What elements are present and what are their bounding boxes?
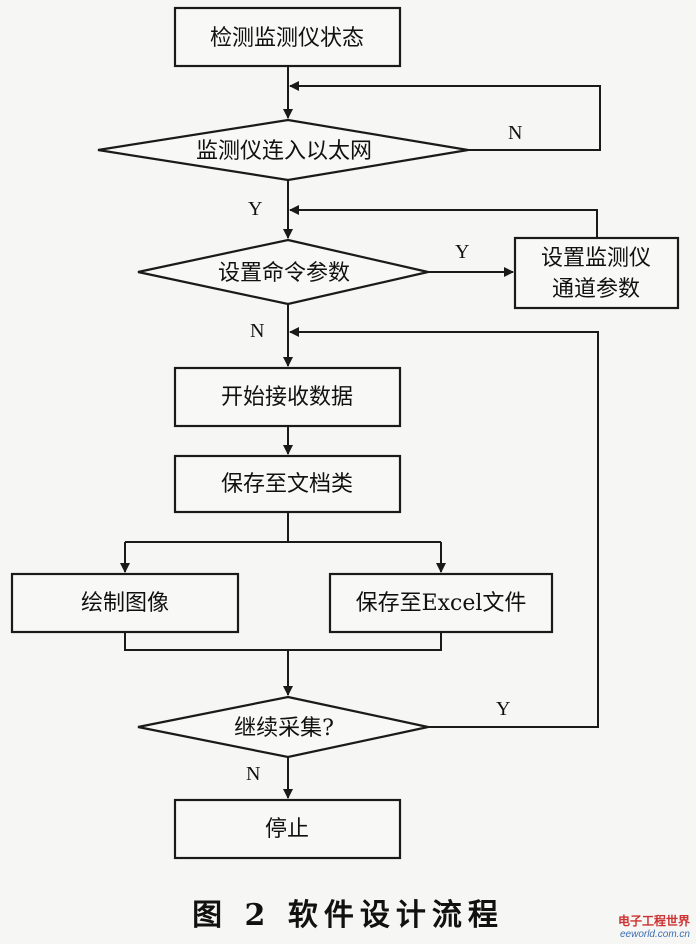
edge-label-connect-no: N xyxy=(508,122,522,144)
node-draw-image-label: 绘制图像 xyxy=(81,591,169,616)
node-set-channel-params xyxy=(513,236,680,310)
node-stop-label: 停止 xyxy=(265,817,309,842)
edge-channel-back xyxy=(289,205,598,238)
decision-set-command-params-label: 设置命令参数 xyxy=(218,261,350,286)
edge-connect-no-loop xyxy=(289,81,601,151)
node-save-excel-label: 保存至Excel文件 xyxy=(356,591,527,616)
edge-join-to-continue xyxy=(124,632,442,695)
node-start-receive-label: 开始接收数据 xyxy=(221,385,353,410)
edge-label-continue-yes: Y xyxy=(496,698,510,720)
node-set-channel-params-line1: 设置监测仪 xyxy=(541,246,651,271)
node-set-channel-params-line2: 通道参数 xyxy=(552,277,640,302)
edge-label-connect-yes: Y xyxy=(248,198,262,220)
node-draw-image xyxy=(10,572,240,634)
watermark-logo: 电子工程世界 eeworld.com.cn xyxy=(618,912,690,940)
figure-caption: 图 2 软件设计流程 xyxy=(192,898,504,933)
edge-label-params-no: N xyxy=(250,320,264,342)
node-save-document xyxy=(173,454,402,514)
node-stop xyxy=(173,798,402,860)
decision-continue-collect-label: 继续采集? xyxy=(234,716,334,741)
edge-label-continue-no: N xyxy=(246,763,260,785)
edge-split-bar xyxy=(125,512,441,543)
flowchart-canvas: 检测监测仪状态 监测仪连入以太网 设置命令参数 设置监测仪 通道参数 开始接收数… xyxy=(10,6,680,860)
node-check-status-label: 检测监测仪状态 xyxy=(210,26,364,51)
node-start-receive xyxy=(173,366,402,428)
node-save-document-label: 保存至文档类 xyxy=(221,472,353,497)
watermark-brand: 电子工程世界 xyxy=(617,914,690,928)
node-check-status xyxy=(173,6,402,68)
watermark-site: eeworld.com.cn xyxy=(619,929,690,940)
decision-connect-ethernet-label: 监测仪连入以太网 xyxy=(196,139,372,164)
edge-continue-yes-loop xyxy=(289,327,599,728)
edge-label-params-yes: Y xyxy=(455,241,469,263)
node-save-excel xyxy=(328,572,554,634)
